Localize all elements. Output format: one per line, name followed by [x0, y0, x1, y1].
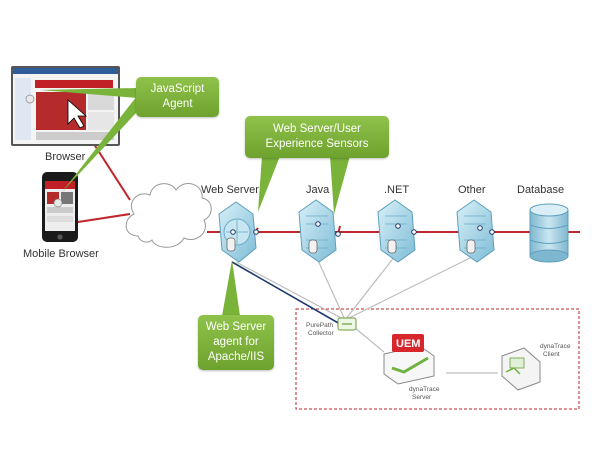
web-server-agent-callout: Web Server agent for Apache/IIS: [198, 315, 274, 370]
java-label: Java: [306, 184, 330, 196]
ws-agent-line-1: Web Server: [205, 321, 267, 333]
sensor-dots: [230, 221, 495, 237]
server-line-1: dynaTrace: [409, 386, 440, 393]
browser-label: Browser: [45, 151, 86, 163]
js-agent-pointer-2: [40, 88, 137, 98]
sensors-pointer-2: [330, 156, 350, 214]
collector-node: [337, 317, 357, 331]
mobile-browser-label: Mobile Browser: [23, 248, 99, 260]
database-label: Database: [517, 184, 564, 196]
sensors-line-2: Experience Sensors: [265, 138, 369, 150]
dynatrace-frame: [295, 308, 580, 410]
client-line-1: dynaTrace: [540, 343, 571, 350]
js-agent-line-1: JavaScript: [150, 83, 205, 95]
database-node: [529, 203, 569, 263]
sensors-callout: Web Server/User Experience Sensors: [245, 116, 389, 158]
ws-agent-pointer: [222, 260, 240, 316]
client-line-2: Client: [543, 351, 560, 358]
java-server-node: [298, 199, 337, 263]
sensors-pointer-1: [258, 156, 280, 212]
ws-agent-line-2: agent for: [213, 336, 259, 348]
desktop-browser: [11, 66, 120, 146]
sensors-line-1: Web Server/User: [273, 123, 361, 135]
web-server-label: Web Server: [201, 184, 259, 196]
web-server-node: [218, 201, 257, 263]
internet-cloud: [125, 183, 212, 248]
server-line-2: Server: [412, 394, 432, 401]
uem-logo: UEM: [396, 338, 420, 350]
other-label: Other: [458, 184, 486, 196]
ws-agent-link: [231, 261, 341, 325]
agent-markers: [226, 237, 476, 254]
dotnet-label: .NET: [384, 184, 409, 196]
collector-links: [235, 255, 498, 374]
dynatrace-client-node: [501, 347, 541, 391]
javascript-agent-callout: JavaScript Agent: [136, 77, 219, 117]
other-server-node: [456, 199, 495, 263]
collector-line-1: PurePath: [306, 322, 333, 329]
collector-line-2: Collector: [308, 330, 334, 337]
mobile-phone: [42, 172, 78, 242]
js-agent-pointer: [62, 96, 137, 192]
js-agent-line-2: Agent: [162, 98, 193, 110]
dynatrace-server-node: [383, 334, 435, 385]
ws-agent-line-3: Apache/IIS: [207, 351, 265, 363]
dotnet-server-node: [377, 199, 416, 263]
